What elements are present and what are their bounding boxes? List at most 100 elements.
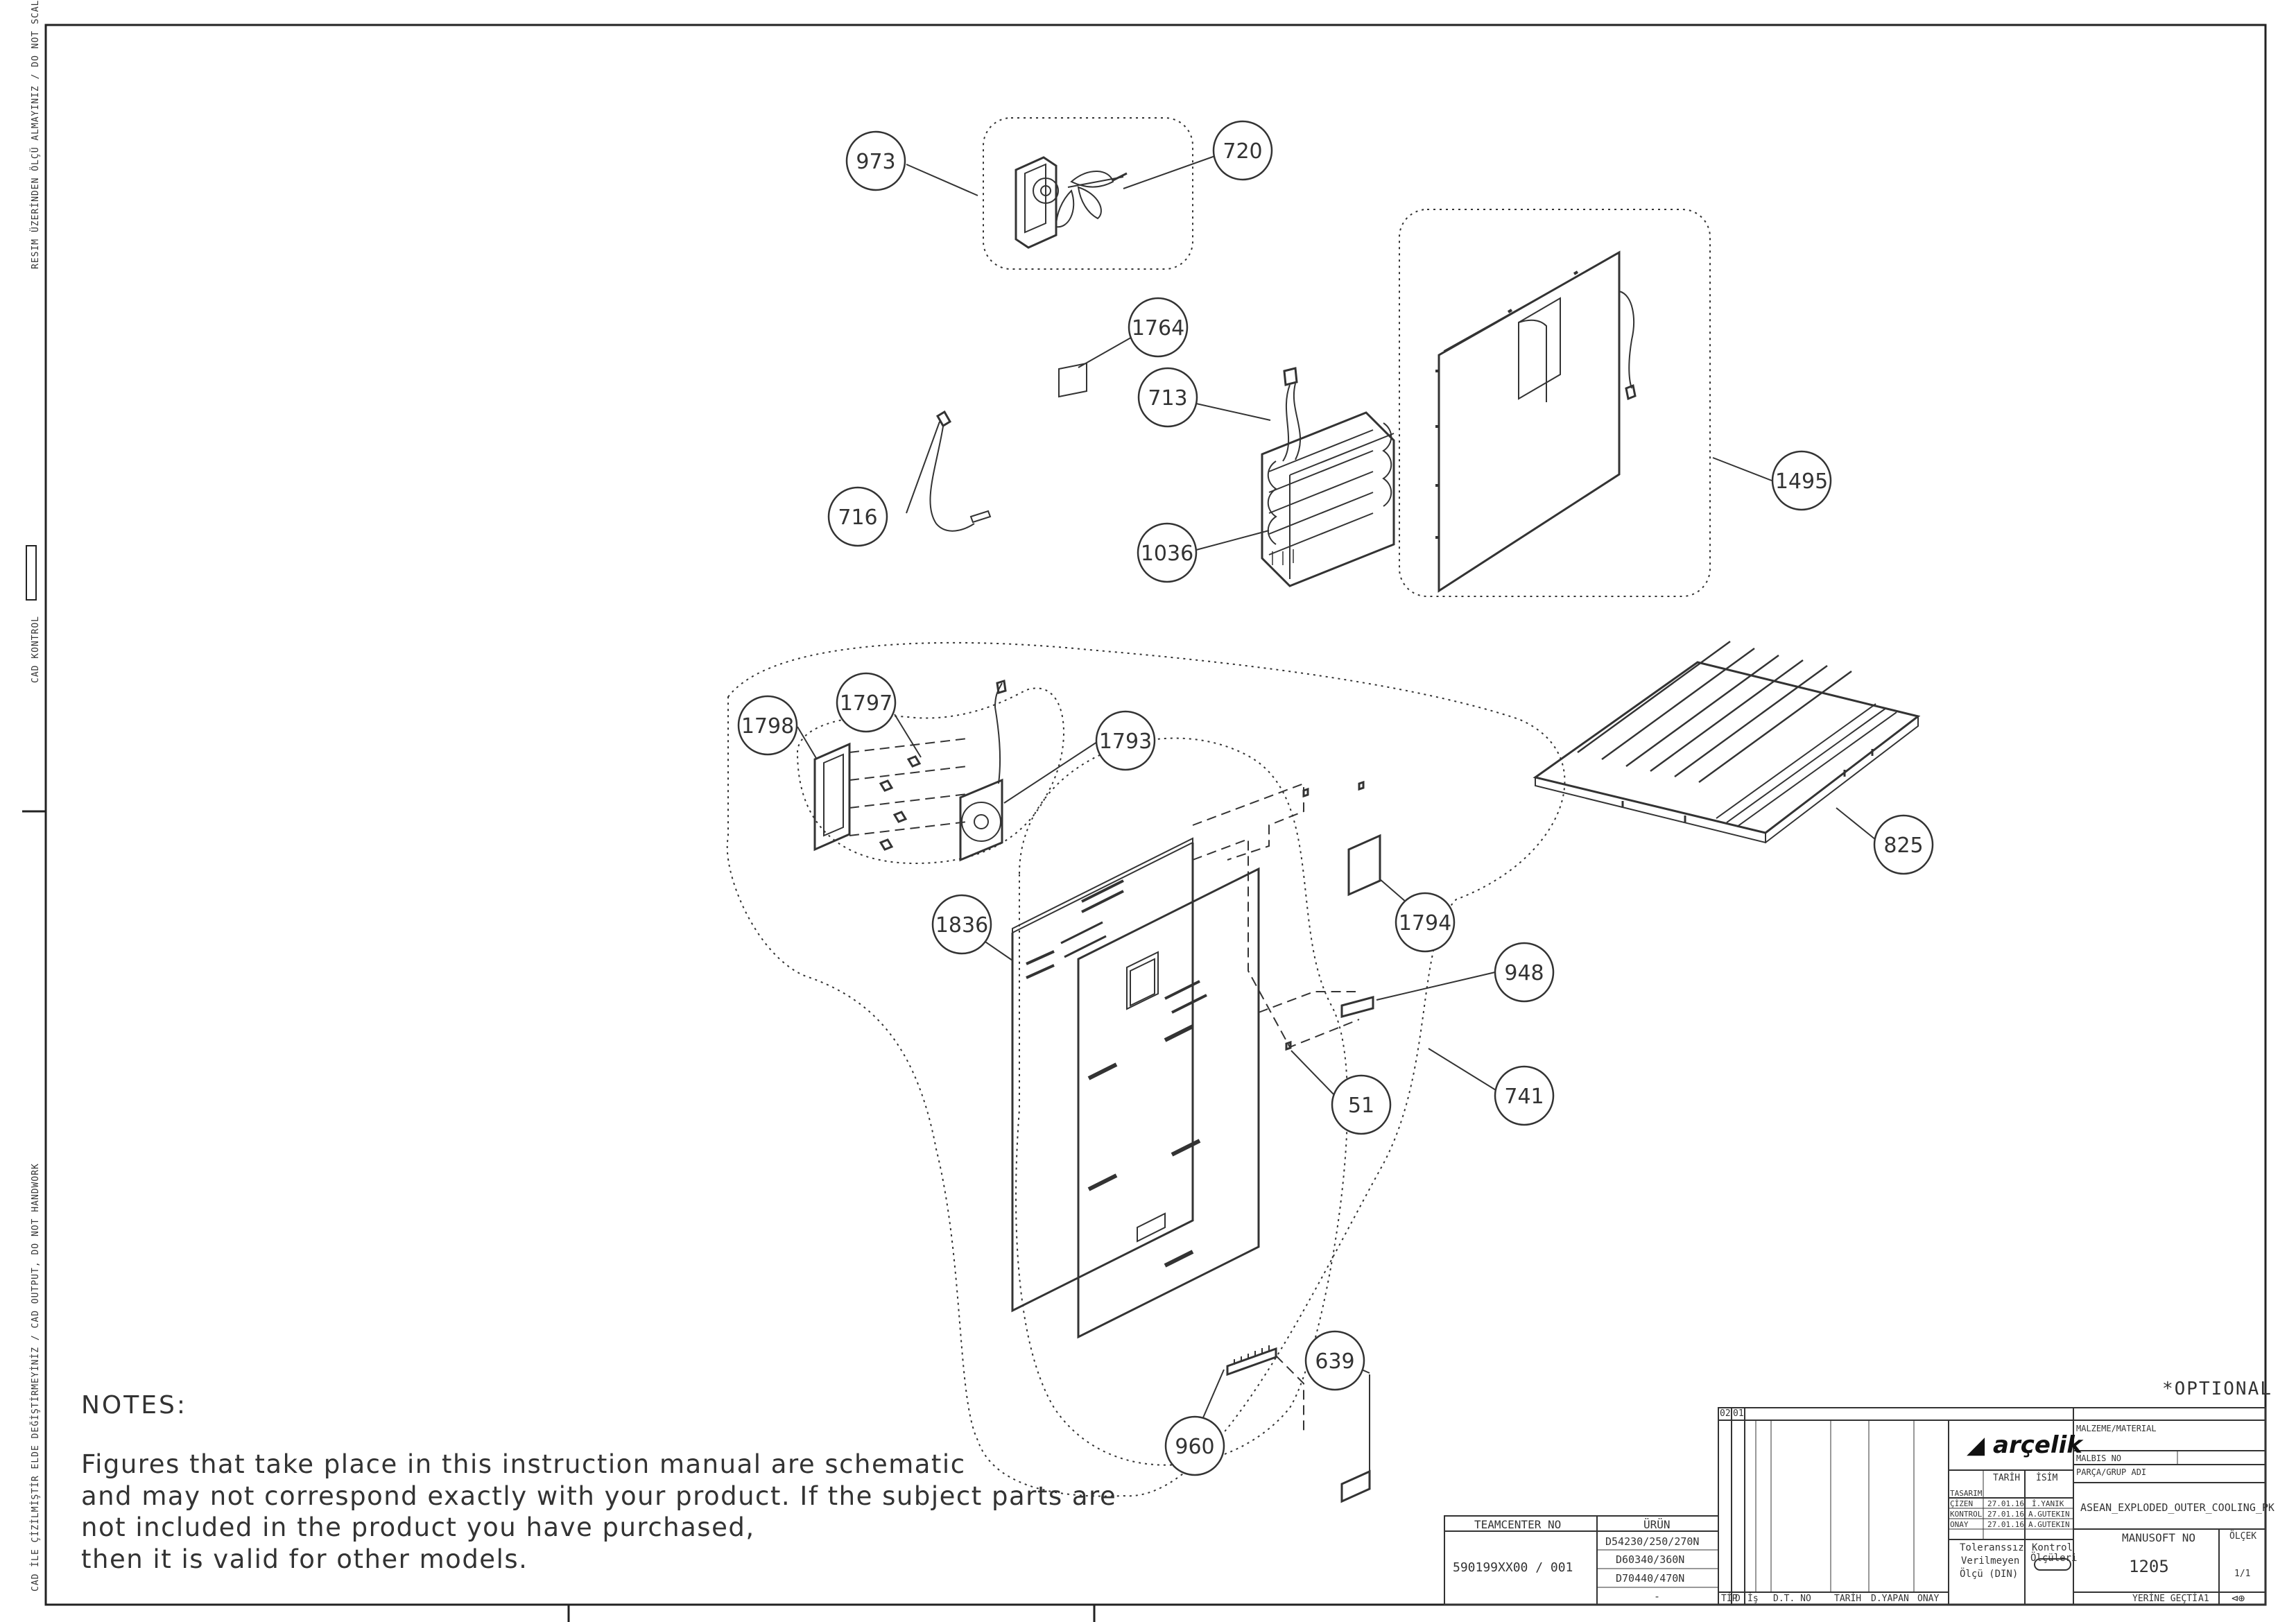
svg-text:1793: 1793	[1099, 730, 1152, 754]
revision-number: 01	[1733, 1408, 1744, 1419]
svg-text:713: 713	[1148, 386, 1187, 411]
part-balloons: 973 720 1764 713 716 1036 1495 1798 1797…	[737, 120, 1934, 1476]
svg-text:639: 639	[1315, 1349, 1354, 1374]
back-cover-group	[1399, 209, 1711, 597]
side-note-middle: CAD KONTROL	[31, 615, 41, 683]
drawing-frame	[22, 24, 2267, 1622]
urun-value: D54230/250/270N	[1605, 1535, 1700, 1548]
bottom-header: D.T. NO	[1773, 1594, 1811, 1604]
projection-symbol-icon: ⊲⊕	[2232, 1591, 2245, 1605]
balloon-1495: 1495	[1771, 450, 1832, 511]
teamcenter-value: 590199XX00 / 001	[1453, 1560, 1573, 1575]
scale-label: ÖLÇEK	[2229, 1531, 2257, 1542]
svg-text:1036: 1036	[1141, 542, 1193, 566]
urun-value: -	[1654, 1590, 1661, 1603]
sign-date: 27.01.16	[1987, 1510, 2024, 1519]
urun-value: D70440/470N	[1616, 1572, 1685, 1585]
svg-text:973: 973	[856, 150, 895, 174]
sign-date: 27.01.16	[1987, 1520, 2024, 1529]
manusoft-value: 1205	[2129, 1557, 2169, 1576]
svg-text:1495: 1495	[1775, 469, 1828, 494]
balloon-716: 716	[827, 486, 888, 547]
svg-text:1798: 1798	[741, 714, 794, 739]
balloon-960: 960	[1164, 1415, 1225, 1476]
sign-header: İSİM	[2036, 1473, 2058, 1483]
shelf-group	[1533, 640, 1921, 844]
bottom-header: TİP	[1721, 1594, 1738, 1604]
balloon-1836: 1836	[931, 894, 992, 955]
teamcenter-header: TEAMCENTER NO	[1474, 1518, 1562, 1531]
bottom-header: TARİH	[1834, 1594, 1862, 1604]
sign-role: ÇİZEN	[1950, 1499, 1974, 1508]
notes-title: NOTES:	[81, 1391, 187, 1420]
balloon-51: 51	[1331, 1074, 1392, 1135]
balloon-1797: 1797	[836, 672, 897, 733]
notes-line: then it is valid for other models.	[81, 1544, 528, 1574]
bottom-header: D	[1735, 1594, 1741, 1604]
balloon-1793: 1793	[1095, 710, 1156, 771]
sign-role: ONAY	[1950, 1520, 1969, 1529]
bottom-header: İş	[1747, 1594, 1759, 1604]
notes-line: and may not correspond exactly with your…	[81, 1481, 1117, 1511]
malbis-label: MALBIS NO	[2076, 1453, 2122, 1463]
svg-text:720: 720	[1223, 139, 1262, 164]
svg-text:960: 960	[1175, 1435, 1214, 1459]
fan-motor-group	[983, 117, 1193, 270]
control-text: Ölçüleri	[2030, 1553, 2078, 1564]
duct-assembly-group	[726, 641, 1566, 1503]
sign-header: TARİH	[1993, 1473, 2021, 1483]
svg-text:51: 51	[1348, 1094, 1374, 1118]
balloon-713: 713	[1137, 367, 1198, 428]
bottom-header: D.YAPAN	[1871, 1594, 1909, 1604]
brand-logo: ◢ arçelik	[1967, 1431, 2082, 1459]
tolerance-text: Ölçü (DIN)	[1960, 1569, 2019, 1580]
tolerance-text: Verilmeyen	[1961, 1555, 2020, 1567]
part-group-value: ASEAN_EXPLODED_OUTER_COOLING_PK	[2080, 1501, 2275, 1514]
replaces-label: YERİNE GEÇTİ	[2132, 1594, 2198, 1604]
optional-label: *OPTIONAL	[2162, 1379, 2272, 1399]
balloon-1036: 1036	[1137, 522, 1198, 583]
urun-header: ÜRÜN	[1643, 1518, 1671, 1531]
svg-text:741: 741	[1504, 1085, 1544, 1109]
svg-text:1794: 1794	[1399, 911, 1451, 935]
sign-role: TASARIM	[1950, 1489, 1983, 1498]
balloon-1794: 1794	[1395, 892, 1456, 953]
evaporator-group	[929, 362, 1395, 587]
balloon-948: 948	[1494, 942, 1555, 1003]
svg-text:1797: 1797	[840, 691, 892, 716]
svg-text:1764: 1764	[1132, 316, 1184, 340]
tolerance-text: Toleranssız	[1960, 1542, 2024, 1553]
urun-value: D60340/360N	[1616, 1553, 1685, 1566]
sheet-size: A1	[2198, 1594, 2209, 1604]
side-note-top: RESIM ÜZERİNDEN ÖLÇÜ ALMAYINIZ / DO NOT …	[31, 0, 41, 269]
material-label: MALZEME/MATERIAL	[2076, 1424, 2157, 1433]
side-note-bottom: CAD İLE ÇİZİLMİŞTİR ELDE DEĞİŞTİRMEYİNİZ…	[31, 1163, 41, 1591]
revision-number: 02	[1720, 1408, 1731, 1419]
balloon-639: 639	[1304, 1330, 1365, 1391]
svg-text:825: 825	[1883, 834, 1923, 858]
sign-name: A.GUTEKIN	[2028, 1520, 2070, 1529]
sign-role: KONTROL	[1950, 1510, 1983, 1519]
svg-text:1836: 1836	[935, 913, 988, 938]
balloon-720: 720	[1212, 120, 1273, 181]
svg-text:716: 716	[838, 506, 877, 530]
title-block	[1444, 1407, 2266, 1605]
control-text: Kontrol	[2032, 1542, 2073, 1553]
balloon-741: 741	[1494, 1065, 1555, 1126]
arcelik-logo-icon: ◢	[1967, 1431, 1985, 1459]
balloon-1798: 1798	[737, 695, 798, 756]
leader-lines	[797, 155, 1880, 1438]
balloon-825: 825	[1873, 814, 1934, 875]
balloon-973: 973	[845, 130, 906, 191]
balloon-1764: 1764	[1128, 297, 1189, 358]
sign-date: 27.01.16	[1987, 1499, 2024, 1508]
manusoft-label: MANUSOFT NO	[2122, 1531, 2195, 1544]
notes-line: Figures that take place in this instruct…	[81, 1449, 966, 1479]
bottom-header: ONAY	[1917, 1594, 1940, 1604]
sign-name: İ.YANIK	[2032, 1499, 2064, 1508]
notes-line: not included in the product you have pur…	[81, 1512, 755, 1542]
sign-name: A.GUTEKIN	[2028, 1510, 2070, 1519]
part-group-label: PARÇA/GRUP ADI	[2076, 1467, 2147, 1477]
scale-value: 1/1	[2234, 1569, 2251, 1579]
